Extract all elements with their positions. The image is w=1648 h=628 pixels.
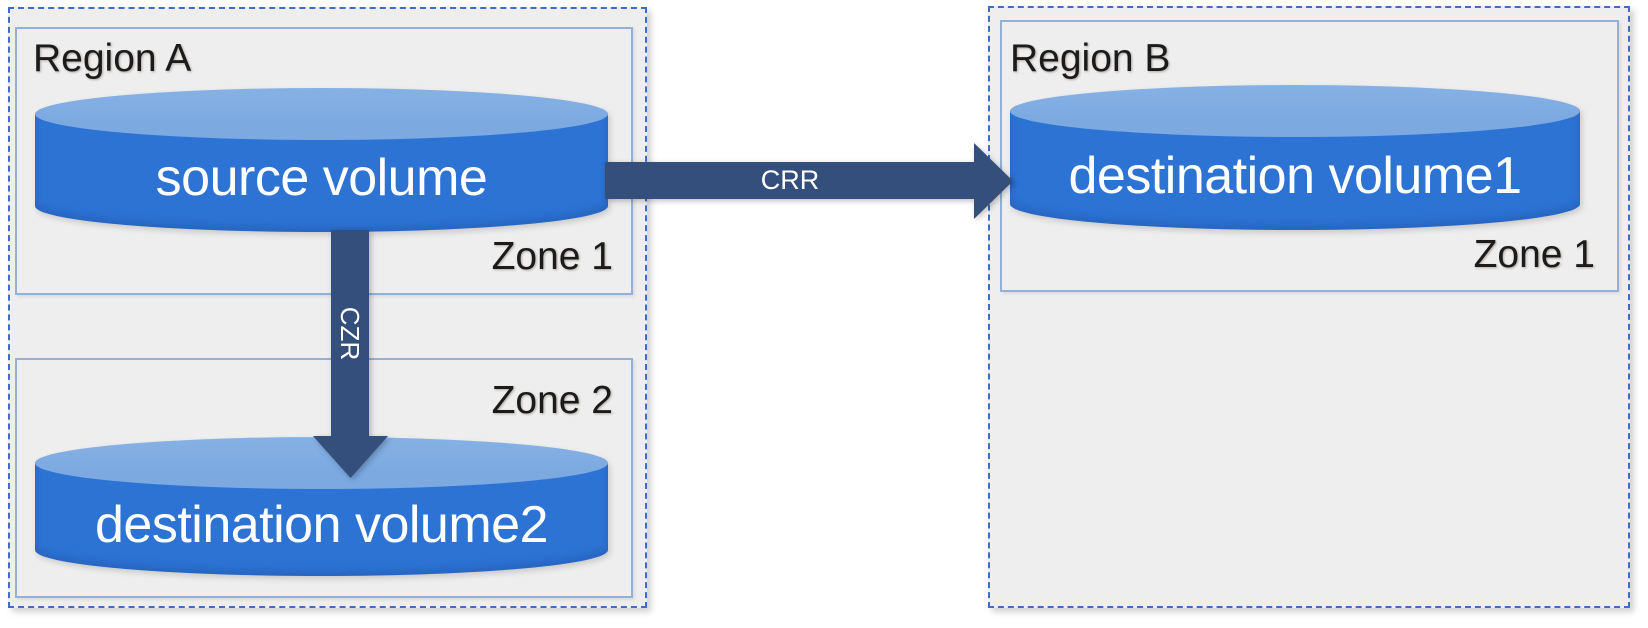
crr-arrow-label: CRR (760, 165, 820, 195)
region-a-label: Region A (33, 37, 192, 80)
region-b-panel: Region B destination volume1 Zone 1 (988, 6, 1630, 608)
destination-volume2-cylinder: destination volume2 (35, 437, 608, 576)
region-a-zone2-panel: destination volume2 Zone 2 (15, 358, 633, 598)
destination-volume1-cylinder: destination volume1 (1010, 85, 1580, 230)
cylinder-top-face (35, 437, 608, 489)
czr-arrow-shaft (331, 230, 369, 437)
crr-arrow-head (974, 143, 1013, 219)
destination-volume1-label: destination volume1 (1068, 146, 1522, 205)
crr-arrow: CRR (605, 143, 1013, 219)
source-volume-cylinder: source volume (35, 88, 608, 232)
czr-arrow-label: CZR (331, 230, 369, 437)
cylinder-top-face (1010, 85, 1580, 137)
czr-arrow-head (313, 436, 388, 478)
cylinder-top-face (35, 88, 608, 140)
region-a-zone2-label: Zone 2 (491, 379, 613, 422)
region-a-zone1-label: Zone 1 (491, 235, 613, 279)
region-b-label: Region B (1010, 37, 1171, 80)
crr-arrow-shaft (605, 162, 975, 199)
region-b-zone1-label: Zone 1 (1473, 233, 1595, 277)
region-a-panel: Region A source volume Zone 1 destinatio… (8, 7, 647, 608)
region-a-zone1-panel: source volume Zone 1 (15, 27, 633, 295)
czr-arrow-label-text: CZR (335, 306, 366, 361)
source-volume-label: source volume (155, 149, 488, 207)
destination-volume2-label: destination volume2 (94, 495, 549, 554)
czr-arrow: CZR (313, 230, 388, 478)
region-b-zone1-panel: destination volume1 Zone 1 (1000, 20, 1619, 292)
